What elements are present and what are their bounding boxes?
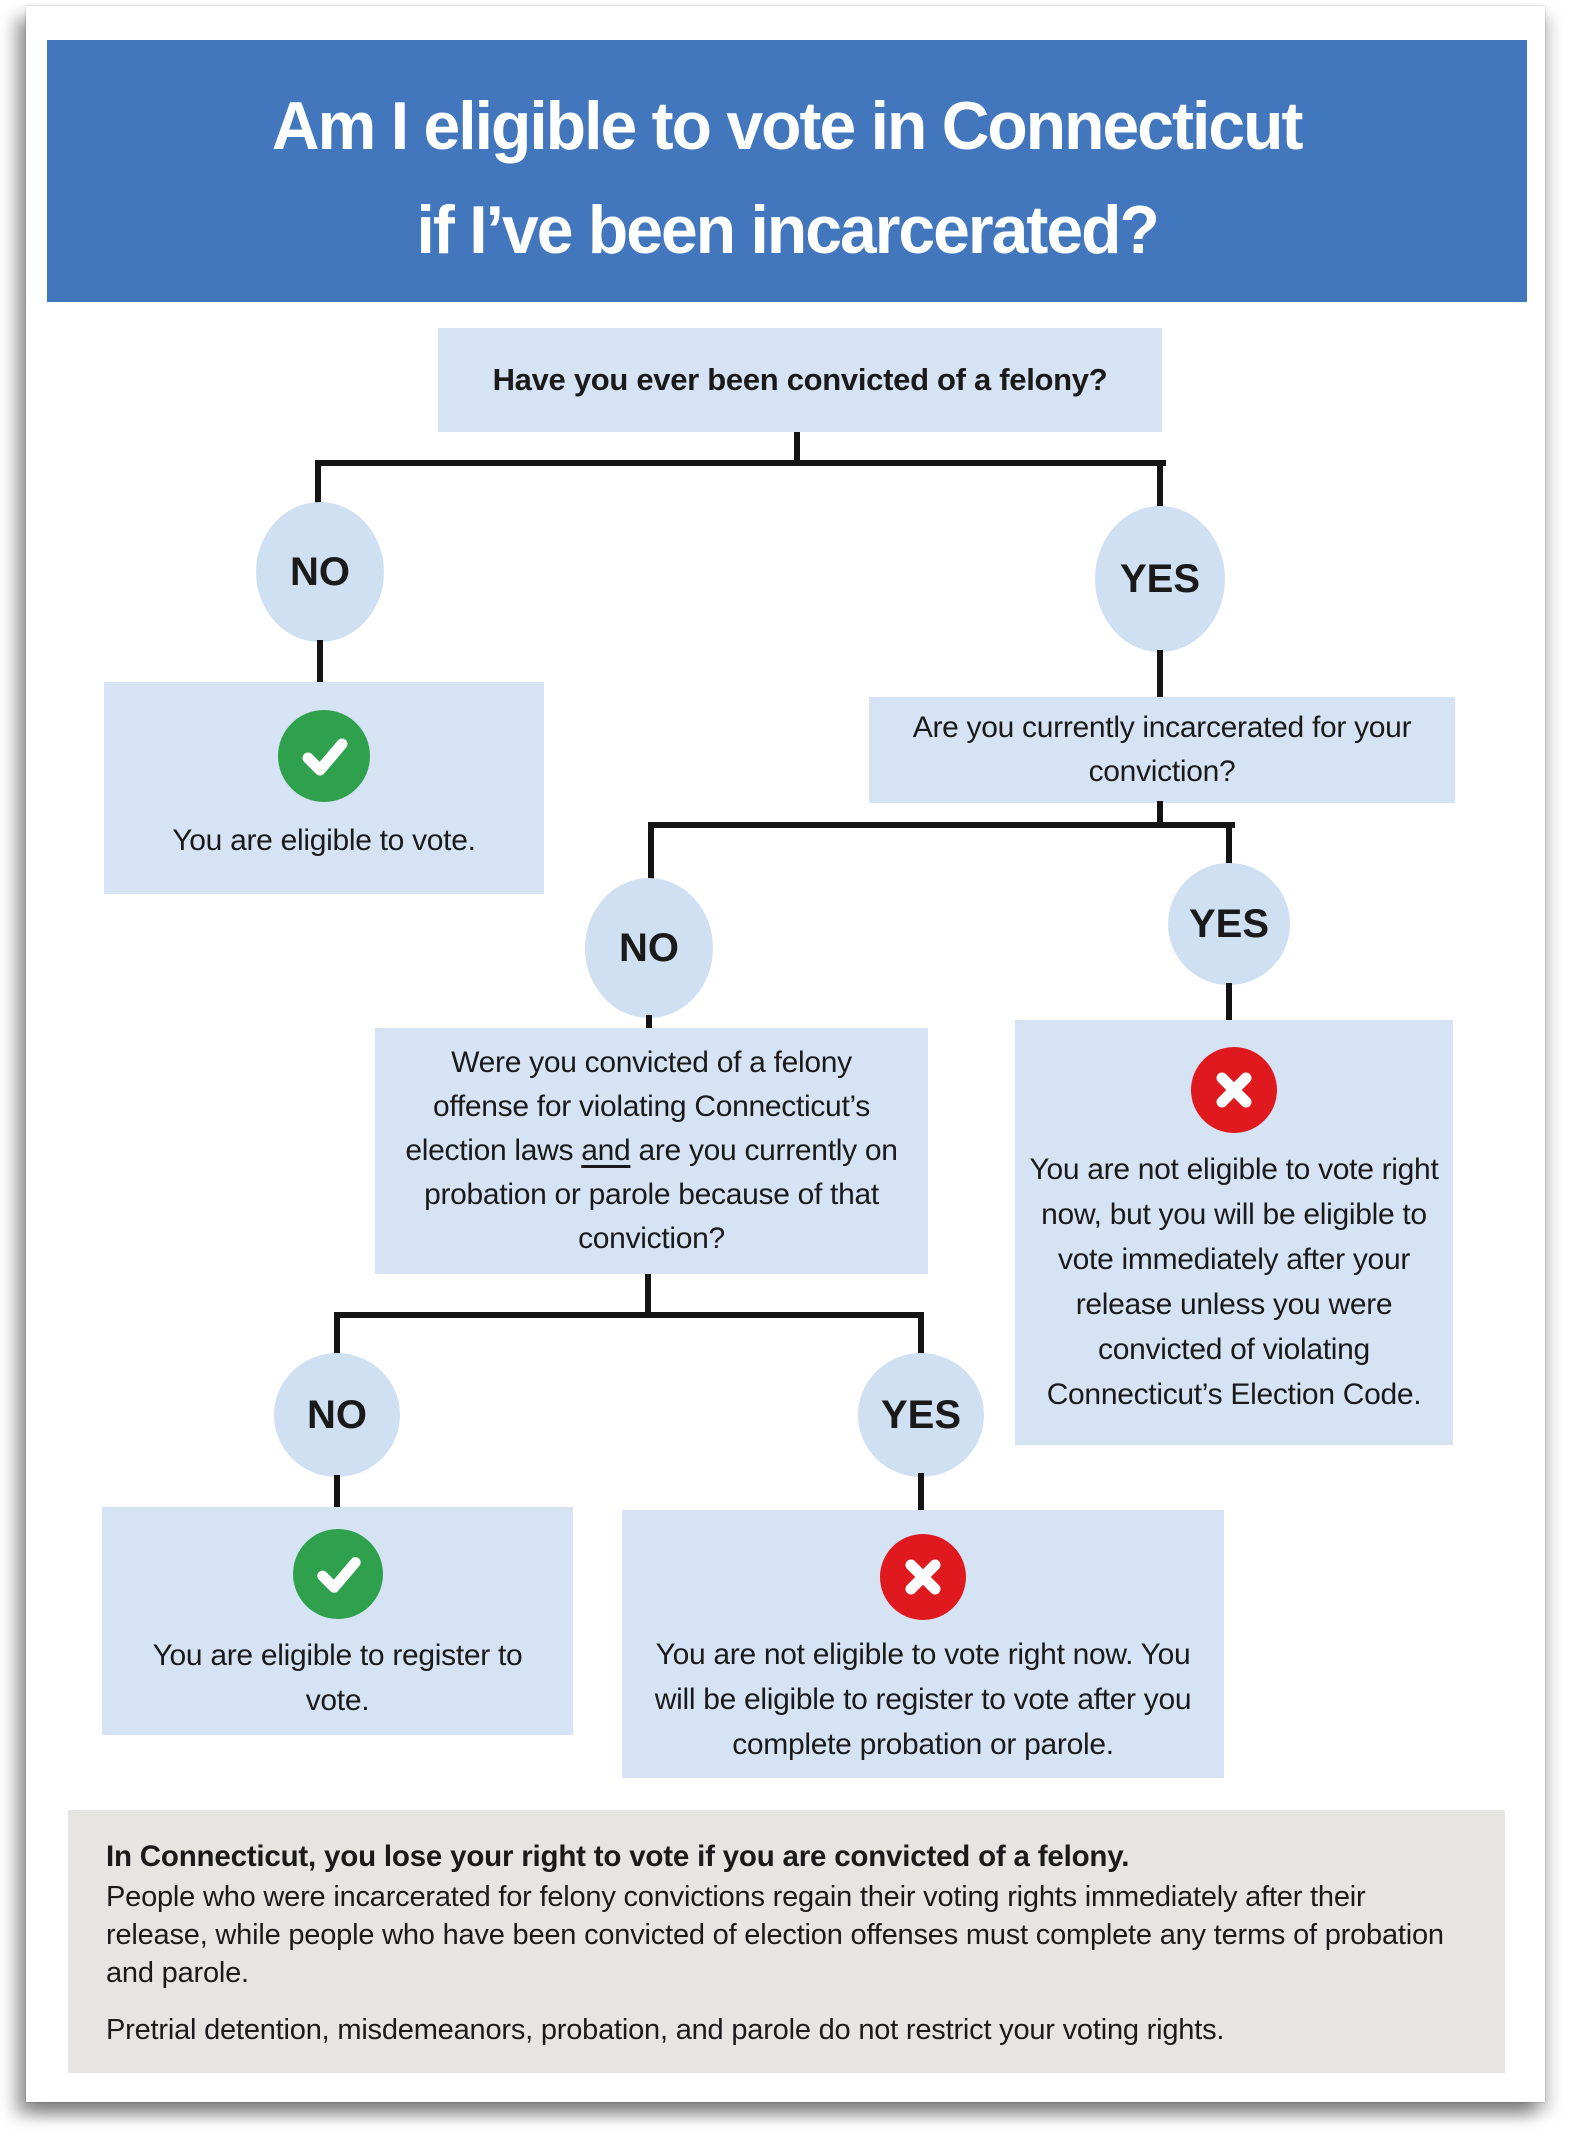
branch-no-1: NO — [256, 502, 384, 642]
outcome-not-eligible-probation-box: You are not eligible to vote right now. … — [622, 1510, 1224, 1778]
question-3-text-before: Were you convicted of a felony offense f… — [405, 1046, 870, 1167]
branch-no-3: NO — [274, 1353, 400, 1477]
connector — [1226, 822, 1232, 866]
connector — [645, 1274, 651, 1318]
question-currently-incarcerated: Are you currently incarcerated for your … — [869, 697, 1455, 803]
connector — [334, 1475, 340, 1509]
header-banner: Am I eligible to vote in Connecticut if … — [47, 40, 1527, 302]
outcome-not-eligible-release-box: You are not eligible to vote right now, … — [1015, 1020, 1453, 1445]
outcome-eligible-box: You are eligible to vote. — [104, 682, 544, 894]
cross-icon — [880, 1534, 966, 1620]
branch-yes-2: YES — [1168, 863, 1290, 985]
footer-paragraph-1: People who were incarcerated for felony … — [106, 1881, 1444, 1989]
question-election-law-probation: Were you convicted of a felony offense f… — [375, 1028, 928, 1274]
footer-paragraph-2: Pretrial detention, misdemeanors, probat… — [106, 2014, 1225, 2046]
outcome-eligible-register-box: You are eligible to register to vote. — [102, 1507, 573, 1735]
connector — [1157, 650, 1163, 699]
connector — [317, 640, 323, 684]
outcome-not-eligible-release-text: You are not eligible to vote right now, … — [1029, 1153, 1439, 1411]
outcome-eligible-register-text: You are eligible to register to vote. — [152, 1639, 523, 1717]
question-3-text-after: are you currently on probation or parole… — [424, 1134, 898, 1255]
connector — [648, 822, 654, 880]
check-icon — [292, 1529, 383, 1619]
connector — [334, 1312, 924, 1318]
connector — [1157, 801, 1163, 828]
connector — [334, 1312, 340, 1357]
page-title-line2: if I’ve been incarcerated? — [416, 192, 1159, 268]
connector — [1157, 460, 1163, 510]
connector — [918, 1473, 924, 1512]
connector — [918, 1312, 924, 1357]
question-3-text-and: and — [581, 1134, 631, 1167]
connector — [1226, 983, 1232, 1022]
connector — [794, 432, 800, 466]
connector — [315, 460, 1166, 466]
outcome-eligible-text: You are eligible to vote. — [172, 824, 476, 857]
connector — [315, 460, 321, 506]
check-icon — [278, 710, 370, 802]
page-title-line1: Am I eligible to vote in Connecticut — [272, 88, 1304, 164]
footer-note: In Connecticut, you lose your right to v… — [68, 1810, 1505, 2073]
outcome-not-eligible-probation-text: You are not eligible to vote right now. … — [654, 1638, 1192, 1761]
question-felony-conviction: Have you ever been convicted of a felony… — [438, 328, 1162, 432]
footer-lead: In Connecticut, you lose your right to v… — [106, 1840, 1130, 1873]
cross-icon — [1191, 1047, 1277, 1133]
connector — [648, 822, 1235, 828]
branch-no-2: NO — [585, 878, 713, 1018]
connector — [646, 1015, 652, 1031]
branch-yes-1: YES — [1095, 506, 1225, 652]
branch-yes-3: YES — [858, 1353, 984, 1477]
